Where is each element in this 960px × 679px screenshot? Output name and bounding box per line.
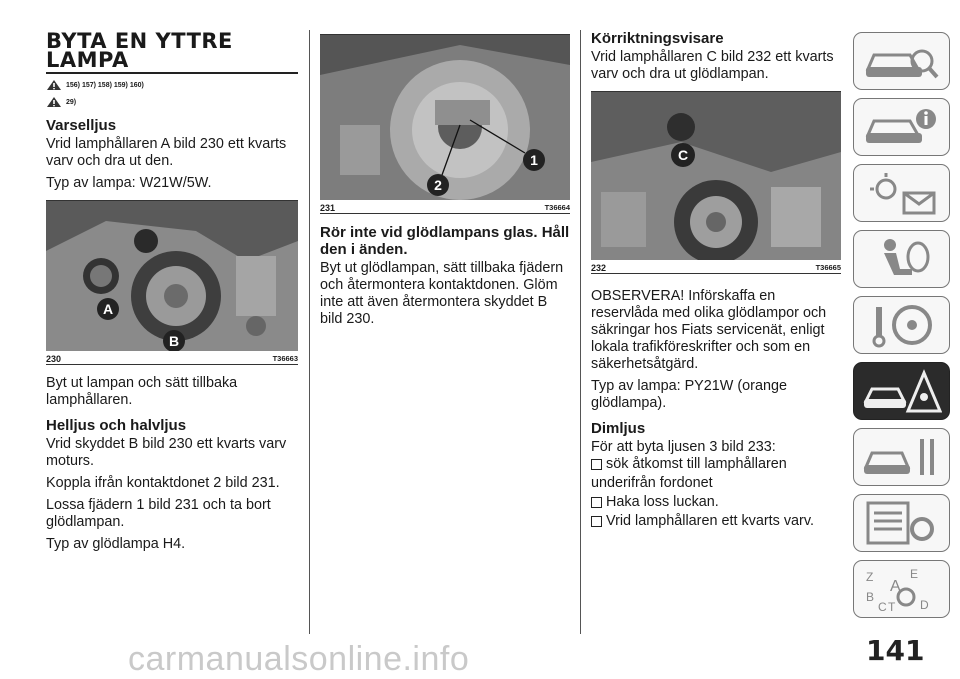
bullet-item: Haka loss luckan. (591, 494, 841, 511)
paragraph: Vrid lamphållaren A bild 230 ett kvarts … (46, 136, 287, 169)
tab-steering-key[interactable] (853, 296, 950, 354)
paragraph: För att byta ljusen 3 bild 233: (591, 439, 776, 455)
alphabetical-index-icon: Z E A B C T D (866, 567, 929, 613)
svg-text:C: C (878, 600, 887, 613)
watermark: carmanualsonline.info (128, 640, 470, 678)
car-emergency-icon (863, 369, 942, 413)
tab-technical-data[interactable] (853, 494, 950, 552)
warning-lights-icon (870, 173, 936, 215)
heading-helljus: Helljus och halvljus (46, 417, 187, 434)
bullet-box-icon (591, 516, 602, 527)
svg-text:D: D (920, 598, 929, 612)
label-a: A (103, 301, 113, 317)
paragraph: Lossa fjädern 1 bild 231 och ta bort glö… (46, 497, 271, 530)
paragraph: Vrid skyddet B bild 230 ett kvarts varv … (46, 436, 287, 469)
svg-text:Z: Z (866, 570, 873, 584)
headlamp-bulb-photo: 1 2 (320, 35, 570, 200)
tab-alphabetical-index[interactable]: Z E A B C T D (853, 560, 950, 618)
paragraph: Typ av glödlampa H4. (46, 536, 186, 552)
tab-car-tools[interactable] (853, 428, 950, 486)
tab-warning-lights[interactable] (853, 164, 950, 222)
column-divider (309, 30, 310, 634)
chapter-tabs: Z E A B C T D (853, 32, 950, 626)
bullet-item: sök åtkomst till lamphållaren (591, 456, 841, 473)
paragraph: Vrid lamphållaren C bild 232 ett kvarts … (591, 49, 834, 82)
warning-reference: 29) (46, 95, 298, 109)
headlamp-photo: A B (46, 201, 298, 351)
paragraph: Koppla ifrån kontaktdonet 2 bild 231. (46, 475, 280, 491)
label-2: 2 (434, 177, 442, 193)
heading-dimljus: Dimljus (591, 420, 646, 437)
tab-car-search[interactable] (853, 32, 950, 90)
paragraph: Typ av lampa: W21W/5W. (46, 175, 212, 191)
column-3: Körriktningsvisare Vrid lamphållaren C b… (591, 30, 841, 532)
page-number: 141 (866, 634, 925, 667)
paragraph: OBSERVERA! Införskaffa en reservlåda med… (591, 288, 827, 372)
paragraph: underifrån fordonet (591, 475, 713, 491)
warning-hand-icon (47, 97, 61, 107)
paragraph: Byt ut glödlampan, sätt tillbaka fjädern… (320, 260, 564, 327)
tab-car-emergency[interactable] (853, 362, 950, 420)
technical-data-icon (866, 501, 934, 545)
tab-airbag-seat[interactable] (853, 230, 950, 288)
column-divider (580, 30, 581, 634)
svg-text:E: E (910, 567, 918, 581)
svg-text:T: T (888, 600, 896, 613)
heading-korriktningsvisare: Körriktningsvisare (591, 30, 724, 47)
label-b: B (169, 333, 179, 349)
tab-car-info[interactable] (853, 98, 950, 156)
label-c: C (678, 147, 688, 163)
label-1: 1 (530, 152, 538, 168)
caution-reference: 156) 157) 158) 159) 160) (46, 78, 298, 92)
indicator-photo: C (591, 92, 841, 260)
title-rule (46, 72, 298, 74)
heading-varselljus: Varselljus (46, 117, 117, 134)
paragraph: Typ av lampa: PY21W (orange glödlampa). (591, 378, 787, 411)
bullet-item: Vrid lamphållaren ett kvarts varv. (591, 513, 841, 530)
bullet-box-icon (591, 497, 602, 508)
car-info-icon (865, 109, 936, 143)
svg-text:A: A (890, 578, 901, 595)
airbag-seat-icon (884, 239, 930, 275)
car-search-icon (865, 49, 939, 79)
steering-key-icon (872, 305, 932, 348)
svg-text:B: B (866, 590, 874, 604)
heading-warning: Rör inte vid glödlampans glas. Håll den … (320, 224, 570, 258)
paragraph: Byt ut lampan och sätt tillbaka lamphåll… (46, 375, 238, 408)
caution-hand-icon (47, 80, 61, 90)
car-tools-icon (863, 439, 934, 475)
bullet-box-icon (591, 459, 602, 470)
